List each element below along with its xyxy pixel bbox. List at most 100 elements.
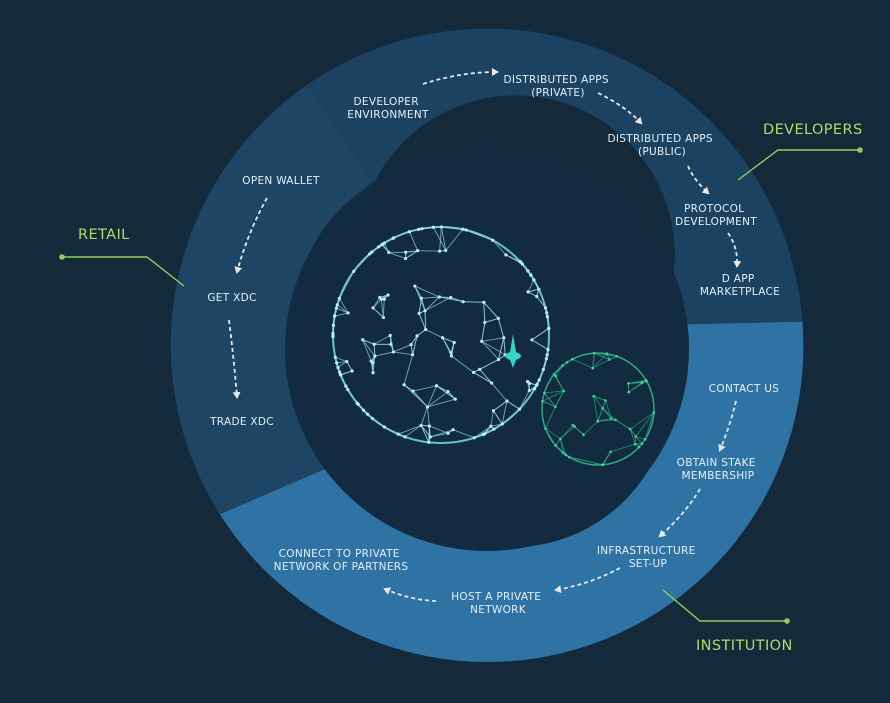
globe-mesh-line <box>383 242 390 253</box>
globe-mesh-line <box>559 438 567 455</box>
globe-mesh-line <box>481 340 506 356</box>
globe-mesh-line <box>440 226 447 251</box>
globe-node <box>543 391 546 395</box>
globe-node <box>386 293 390 297</box>
retail-step-3: TRADE XDC <box>209 416 274 428</box>
globe-mesh-line <box>503 337 506 355</box>
globe-node <box>644 379 648 382</box>
globe-mesh-line <box>425 329 443 339</box>
globe-node <box>428 435 432 439</box>
globe-node <box>356 402 360 406</box>
globe-node <box>614 418 617 422</box>
globe-mesh-line <box>403 384 414 392</box>
globe-mesh-line <box>421 226 434 230</box>
globe-node <box>391 236 395 240</box>
globe-node <box>371 361 375 365</box>
globe-mesh-line <box>493 400 508 412</box>
globe-node <box>336 365 340 370</box>
globe-node <box>344 384 348 388</box>
institution-leader-line <box>662 589 787 622</box>
globe-mesh-line <box>338 271 355 299</box>
globe-mesh-line <box>452 429 475 439</box>
globe-mesh-line <box>334 312 349 317</box>
globe-node <box>361 408 366 412</box>
globe-mesh-line <box>493 423 503 430</box>
globe-mesh-line <box>442 337 452 353</box>
globe-node <box>352 269 356 273</box>
globe-mesh-line <box>531 327 550 341</box>
globe-mesh-line <box>592 353 608 369</box>
globe-mesh-line <box>498 337 505 360</box>
developers-segment <box>307 28 803 325</box>
globe-node <box>434 384 439 388</box>
globe-node <box>532 278 536 282</box>
globe-node <box>407 230 412 234</box>
globe-node <box>500 422 504 426</box>
globe-mesh-line <box>593 395 603 409</box>
globe-mesh-line <box>412 385 437 392</box>
globe-mesh-line <box>372 307 384 318</box>
globe-node <box>640 381 644 385</box>
globe-node <box>526 269 530 273</box>
globe-node <box>533 387 537 391</box>
globe-mesh-line <box>484 425 492 435</box>
globe-mesh-line <box>442 337 455 343</box>
globe-node <box>453 397 457 401</box>
globe-node <box>482 300 486 304</box>
institution-callout: INSTITUTION <box>662 589 792 654</box>
globe-node <box>544 427 547 430</box>
globe-node <box>431 225 436 229</box>
globe-mesh-line <box>372 297 381 309</box>
globe-node <box>388 333 392 338</box>
globe-mesh-line <box>610 443 636 453</box>
globe-node <box>552 372 556 376</box>
globe-mesh-line <box>337 304 349 314</box>
globe-mesh-line <box>418 313 427 330</box>
globe-node <box>634 435 638 438</box>
globe-mesh-line <box>372 418 385 428</box>
globe-node <box>592 351 596 355</box>
globe-mesh-line <box>473 371 492 384</box>
globe-mesh-line <box>353 251 373 272</box>
spinning-top-icon <box>505 334 521 368</box>
globe-node <box>582 433 585 437</box>
globe-node <box>609 450 612 454</box>
globe-node <box>490 381 494 385</box>
globe-node <box>502 336 506 340</box>
globe-mesh-line <box>439 226 442 252</box>
globe-node <box>449 354 454 358</box>
inner-disc <box>285 147 689 551</box>
globe-node <box>504 253 508 257</box>
globe-mesh-line <box>629 428 636 445</box>
globe-node <box>592 394 595 398</box>
arrow-retail-2 <box>228 319 241 399</box>
globe-mesh-line <box>602 400 606 409</box>
globe-mesh-line <box>519 390 530 410</box>
globe-node <box>420 227 424 231</box>
globe-node <box>424 327 428 332</box>
globe-node <box>380 243 384 247</box>
developers-leader-dot <box>857 147 863 153</box>
globe-mesh-line <box>474 425 492 439</box>
globe-node <box>416 249 420 253</box>
globe-node <box>547 326 551 331</box>
globe-mesh-line <box>362 339 375 345</box>
globe-node <box>446 389 450 394</box>
globe-mesh-line <box>491 382 508 402</box>
globe-mesh-line <box>427 391 449 408</box>
retail-leader-line <box>62 256 185 287</box>
globe-node <box>627 390 631 394</box>
globe-node <box>491 409 496 413</box>
globe-mesh-line <box>373 344 376 357</box>
developers-step-3: DISTRIBUTED APPS (PUBLIC) <box>608 133 717 158</box>
institution-step-2: OBTAIN STAKE MEMBERSHIP <box>677 457 760 482</box>
globe-node <box>361 338 365 342</box>
globe-node <box>371 371 375 375</box>
globe-mesh-line <box>597 418 612 422</box>
globe-mesh-line <box>416 329 426 337</box>
globe-mesh-line <box>628 380 647 393</box>
globe-mesh-line <box>336 361 347 364</box>
globe-mesh-line <box>635 412 655 437</box>
globe-mesh-line <box>542 392 545 402</box>
globe-mesh-line <box>424 297 451 312</box>
